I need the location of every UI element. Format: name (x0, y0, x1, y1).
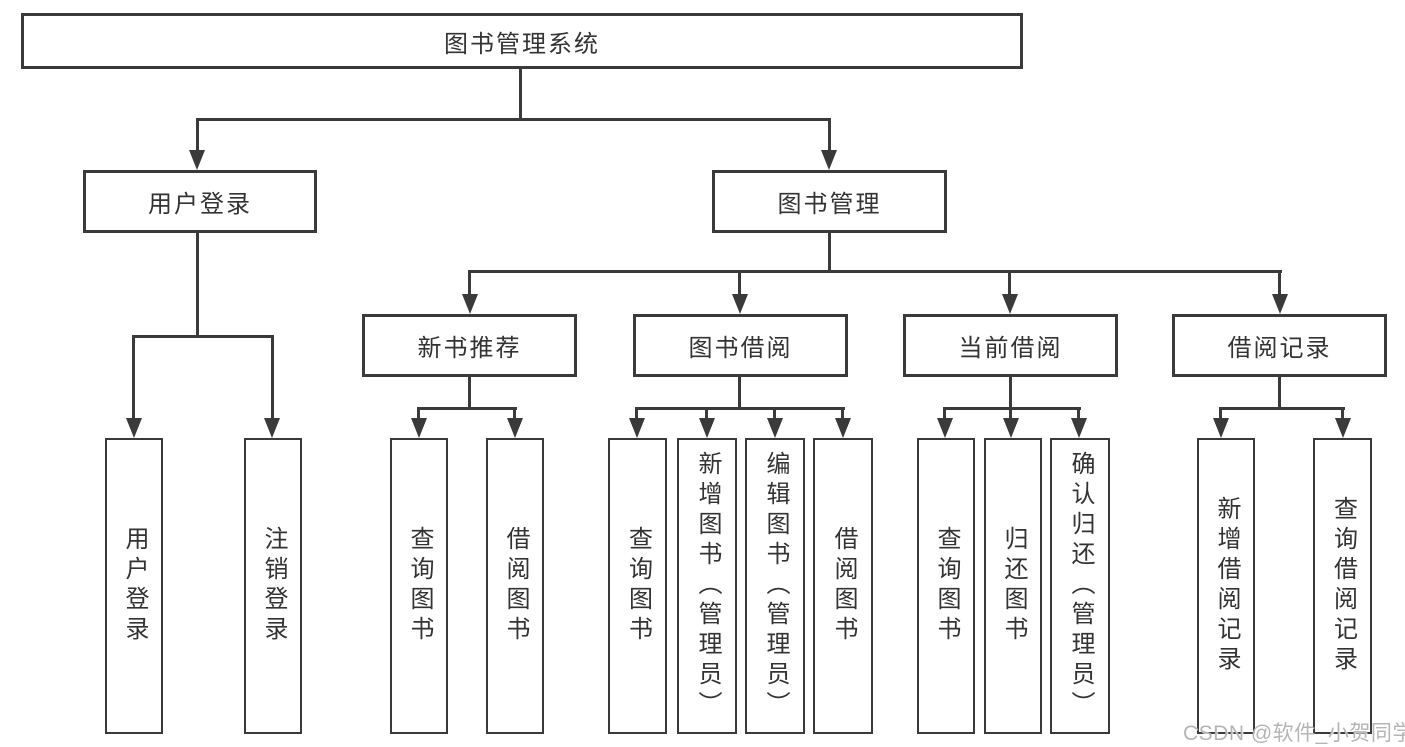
connector-line (943, 407, 946, 420)
leaf-query-books-current: 查询图书 (917, 438, 975, 734)
leaf-logout: 注销登录 (244, 438, 302, 734)
arrow-down-icon (835, 418, 851, 438)
node-label: 图书管理 (777, 191, 882, 218)
arrow-down-icon (699, 418, 715, 438)
arrow-down-icon (1003, 418, 1019, 438)
leaf-query-books-recommend: 查询图书 (390, 438, 448, 734)
leaf-label: 确认归还（管理员） (1067, 451, 1094, 721)
arrow-down-icon (507, 418, 523, 438)
connector-line (943, 407, 1081, 410)
node-label: 图书管理系统 (444, 30, 600, 58)
node-book-borrowing: 图书借阅 (633, 314, 848, 377)
connector-line (196, 118, 199, 152)
connector-line (635, 407, 638, 420)
arrow-down-icon (189, 150, 205, 170)
connector-line (196, 233, 199, 338)
connector-line (828, 118, 831, 152)
connector-line (841, 407, 844, 420)
node-borrowing-records: 借阅记录 (1172, 314, 1387, 377)
leaf-label: 新增图书（管理员） (694, 451, 721, 721)
connector-line (519, 69, 522, 121)
leaf-edit-book-admin: 编辑图书（管理员） (745, 438, 805, 734)
connector-line (1219, 407, 1345, 410)
arrow-down-icon (1335, 418, 1351, 438)
connector-line (1278, 270, 1281, 296)
connector-line (468, 270, 471, 296)
connector-line (513, 407, 516, 420)
connector-line (271, 335, 274, 419)
connector-line (1219, 407, 1222, 420)
node-current-borrowing: 当前借阅 (903, 314, 1118, 377)
arrow-down-icon (411, 418, 427, 438)
leaf-label: 查询图书 (624, 526, 652, 646)
watermark-text: CSDN @软件_小贺同学 (1183, 722, 1405, 745)
leaf-borrow-books-recommend: 借阅图书 (486, 438, 544, 734)
leaf-query-books-borrowing: 查询图书 (608, 438, 667, 734)
leaf-label: 查询借阅记录 (1329, 496, 1357, 676)
arrow-down-icon (264, 418, 280, 438)
node-label: 借阅记录 (1227, 335, 1332, 362)
leaf-add-borrow-record: 新增借阅记录 (1197, 438, 1255, 734)
connector-line (1009, 377, 1012, 410)
leaf-label: 借阅图书 (502, 526, 529, 646)
connector-line (635, 407, 845, 410)
leaf-label: 借阅图书 (830, 526, 857, 646)
connector-line (705, 407, 708, 420)
arrow-down-icon (1272, 294, 1288, 314)
leaf-label: 查询图书 (933, 526, 960, 646)
arrow-down-icon (937, 418, 953, 438)
connector-line (468, 377, 471, 410)
leaf-borrow-books-borrowing: 借阅图书 (813, 438, 873, 734)
connector-line (1009, 407, 1012, 420)
node-label: 新书推荐 (417, 335, 522, 362)
arrow-down-icon (1213, 418, 1229, 438)
arrow-down-icon (1071, 418, 1087, 438)
connector-line (417, 407, 420, 420)
connector-line (738, 270, 741, 296)
node-label: 用户登录 (148, 191, 252, 218)
leaf-confirm-return-admin: 确认归还（管理员） (1050, 438, 1110, 734)
connector-line (132, 335, 135, 419)
connector-line (196, 118, 831, 121)
leaf-label: 查询图书 (406, 526, 433, 646)
connector-line (1278, 377, 1281, 410)
leaf-user-login: 用户登录 (105, 438, 163, 734)
connector-line (1077, 407, 1080, 420)
leaf-label: 归还图书 (1000, 526, 1027, 646)
leaf-label: 编辑图书（管理员） (762, 451, 789, 721)
arrow-down-icon (629, 418, 645, 438)
connector-line (738, 377, 741, 410)
arrow-down-icon (1002, 294, 1018, 314)
leaf-label: 注销登录 (260, 526, 287, 646)
arrow-down-icon (732, 294, 748, 314)
node-label: 当前借阅 (958, 335, 1063, 362)
node-label: 图书借阅 (688, 335, 793, 362)
node-book-management: 图书管理 (712, 170, 947, 233)
leaf-add-book-admin: 新增图书（管理员） (677, 438, 737, 734)
arrow-down-icon (821, 150, 837, 170)
connector-line (1341, 407, 1344, 420)
leaf-query-borrow-record: 查询借阅记录 (1313, 438, 1372, 734)
node-user-login: 用户登录 (83, 170, 317, 233)
node-new-book-recommend: 新书推荐 (362, 314, 577, 377)
connector-line (773, 407, 776, 420)
leaf-label: 用户登录 (121, 526, 148, 646)
arrow-down-icon (767, 418, 783, 438)
connector-line (132, 335, 274, 338)
connector-line (828, 233, 831, 273)
leaf-return-book: 归还图书 (984, 438, 1042, 734)
connector-line (1008, 270, 1011, 296)
arrow-down-icon (126, 418, 142, 438)
node-library-management-system: 图书管理系统 (21, 13, 1023, 69)
connector-line (468, 270, 1282, 273)
leaf-label: 新增借阅记录 (1213, 496, 1240, 676)
connector-line (417, 407, 517, 410)
arrow-down-icon (462, 294, 478, 314)
